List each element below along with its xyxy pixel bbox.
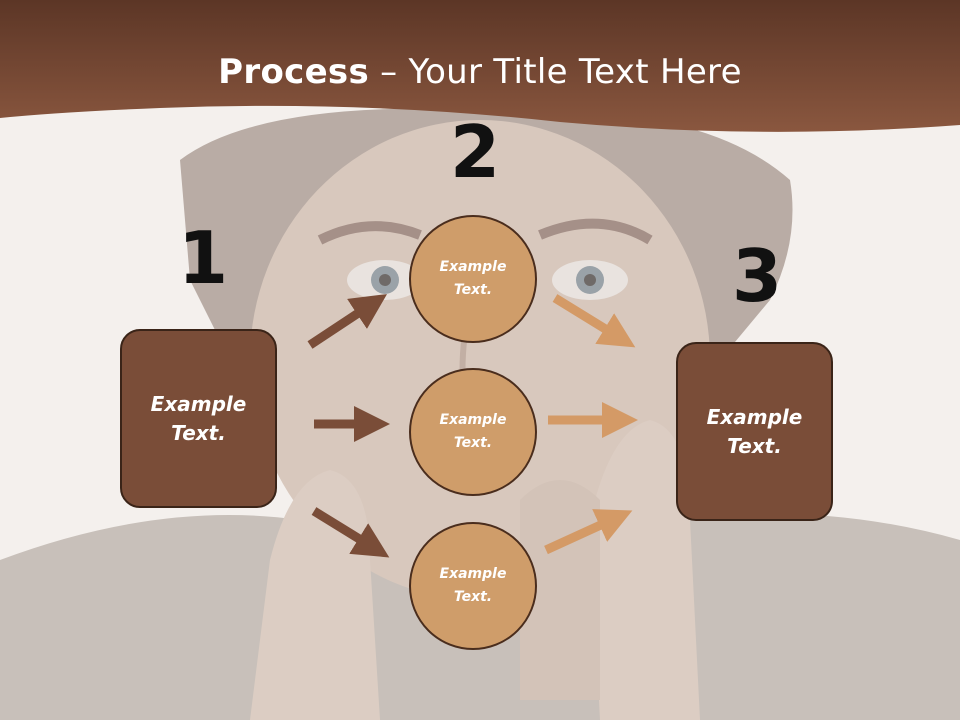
arrow-from-circle-3: [544, 509, 633, 555]
right-box: Example Text.: [676, 342, 833, 521]
circle-2: Example Text.: [409, 368, 537, 496]
step-number-2: 2: [450, 110, 501, 194]
step-number-1: 1: [178, 216, 229, 300]
header-banner: [0, 0, 960, 132]
arrow-to-circle-3: [311, 507, 390, 558]
arrow-to-circle-1: [307, 294, 388, 349]
circle-1: Example Text.: [409, 215, 537, 343]
title-bold: Process: [218, 52, 370, 92]
slide-title: Process – Your Title Text Here: [0, 52, 960, 92]
circle-3: Example Text.: [409, 522, 537, 650]
arrow-from-circle-1: [552, 294, 636, 348]
step-number-3: 3: [732, 234, 783, 318]
title-rest: – Your Title Text Here: [369, 52, 742, 92]
left-box: Example Text.: [120, 329, 277, 508]
